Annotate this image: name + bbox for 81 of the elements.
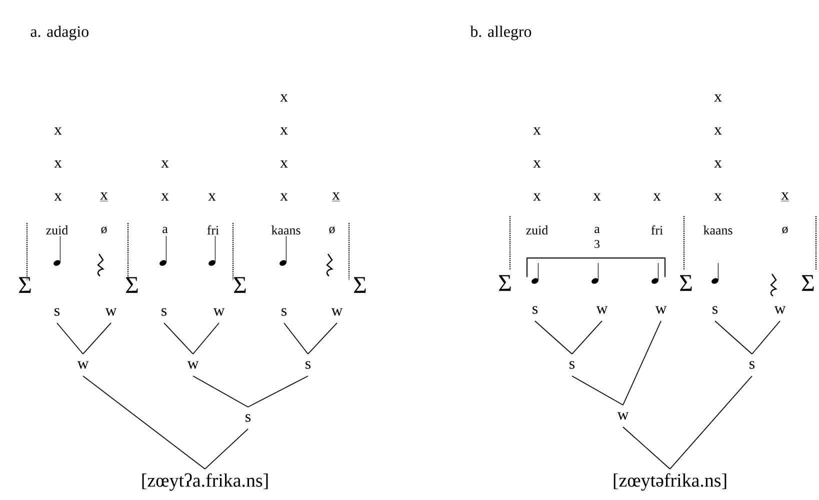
grid-mark: x [54, 160, 62, 168]
stress-label: s [712, 306, 718, 314]
stress-label: w [77, 361, 89, 369]
stress-label: w [617, 412, 629, 420]
tree-line [714, 320, 752, 354]
tree-line [56, 322, 84, 354]
tree-line [164, 322, 194, 354]
stress-label: w [105, 308, 117, 316]
syllable-label: a [162, 226, 168, 234]
stress-label: s [282, 308, 287, 316]
grid-mark: x [714, 160, 722, 168]
tree-line [670, 376, 752, 470]
syllable-label: ø [329, 226, 335, 234]
tree-line [284, 322, 308, 354]
grid-mark: x [100, 192, 108, 202]
grid-mark: x [653, 193, 661, 201]
transcription: [zœytəfrika.ns] [614, 473, 726, 491]
foot-symbol: Σ [126, 277, 138, 293]
syllable-label: kaans [704, 225, 732, 235]
syllable-label: ø [782, 226, 788, 234]
stress-label: s [532, 306, 538, 314]
grid-mark: x [161, 193, 169, 201]
grid-mark: x [161, 160, 169, 168]
stress-label: w [655, 306, 667, 314]
stress-label: w [213, 308, 225, 316]
foot-symbol: Σ [234, 277, 246, 293]
tree-line [622, 320, 662, 406]
stress-label: w [774, 306, 786, 314]
tree-line [622, 426, 670, 470]
tree-line [752, 320, 780, 354]
tree-line [572, 376, 624, 406]
panel-title: a. adagio [30, 26, 88, 40]
grid-mark: x [714, 127, 722, 135]
grid-mark: x [208, 193, 216, 201]
syllable-label: zuid [46, 225, 68, 235]
grid-mark: x [332, 192, 340, 202]
grid-mark: x [54, 193, 62, 201]
stress-label: s [162, 308, 167, 316]
foot-symbol: Σ [802, 275, 814, 291]
tree-line [82, 376, 206, 470]
syllable-label: ø [101, 226, 107, 234]
syllable-label: fri [651, 225, 663, 235]
tree-line [572, 320, 602, 354]
tree-line [204, 428, 248, 470]
stress-label: s [54, 308, 60, 316]
tuplet-number: 3 [594, 240, 600, 248]
grid-mark: x [280, 160, 288, 168]
grid-mark: x [714, 193, 722, 201]
tree-line [82, 322, 112, 354]
stress-label: w [331, 308, 343, 316]
tree-line [248, 376, 308, 408]
grid-mark: x [280, 193, 288, 201]
transcription: [zœytʔa.frika.ns] [142, 473, 268, 491]
syllable-label: a [594, 226, 600, 234]
tree-line [534, 320, 572, 354]
grid-mark: x [714, 94, 722, 102]
grid-mark: x [280, 94, 288, 102]
foot-symbol: Σ [354, 277, 366, 293]
stress-label: s [750, 361, 755, 369]
foot-symbol: Σ [498, 275, 511, 291]
grid-mark: x [593, 193, 601, 201]
syllable-label: zuid [526, 225, 548, 235]
grid-mark: x [280, 127, 288, 135]
grid-mark: x [54, 127, 62, 135]
grid-mark: x [533, 127, 541, 135]
tree-line [192, 322, 220, 354]
stress-label: s [246, 414, 251, 422]
grid-mark: x [533, 193, 541, 201]
tree-line [308, 322, 338, 354]
syllable-label: kaans [272, 225, 300, 235]
stress-label: w [596, 306, 608, 314]
foot-symbol: Σ [680, 275, 692, 291]
panel-title: b. allegro [470, 26, 532, 40]
stress-label: w [187, 361, 199, 369]
tree-line [192, 376, 248, 408]
stress-label: s [570, 361, 575, 369]
syllable-label: fri [207, 225, 219, 235]
stress-label: s [306, 361, 311, 369]
grid-mark: x [533, 160, 541, 168]
grid-mark: x [780, 192, 790, 202]
foot-symbol: Σ [19, 277, 31, 293]
